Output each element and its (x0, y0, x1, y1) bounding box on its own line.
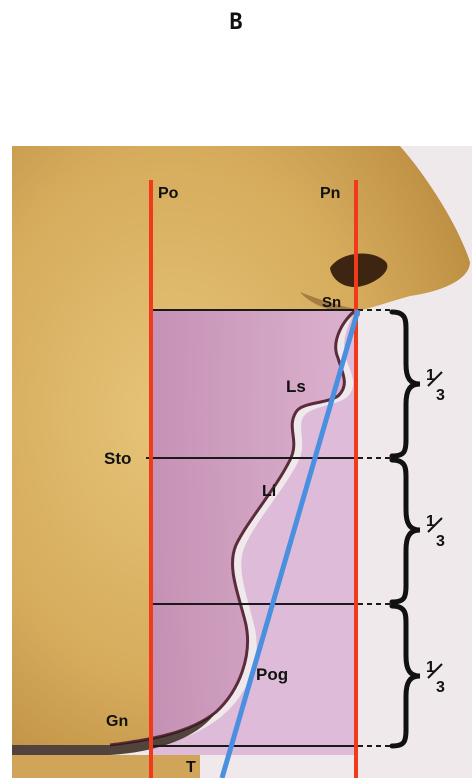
pn-label: Pn (320, 185, 340, 202)
pog-label: Pog (256, 665, 288, 684)
t-label: T (186, 759, 196, 776)
sn-label: Sn (322, 294, 341, 311)
ls-label: Ls (286, 377, 306, 396)
sto-label: Sto (104, 449, 131, 468)
fraction-denominator: 3 (436, 387, 445, 404)
li-label: Li (262, 483, 276, 500)
fraction-denominator: 3 (436, 679, 445, 696)
fraction-denominator: 3 (436, 533, 445, 550)
po-label: Po (158, 185, 179, 202)
gn-label: Gn (106, 713, 128, 730)
neck (12, 755, 200, 778)
